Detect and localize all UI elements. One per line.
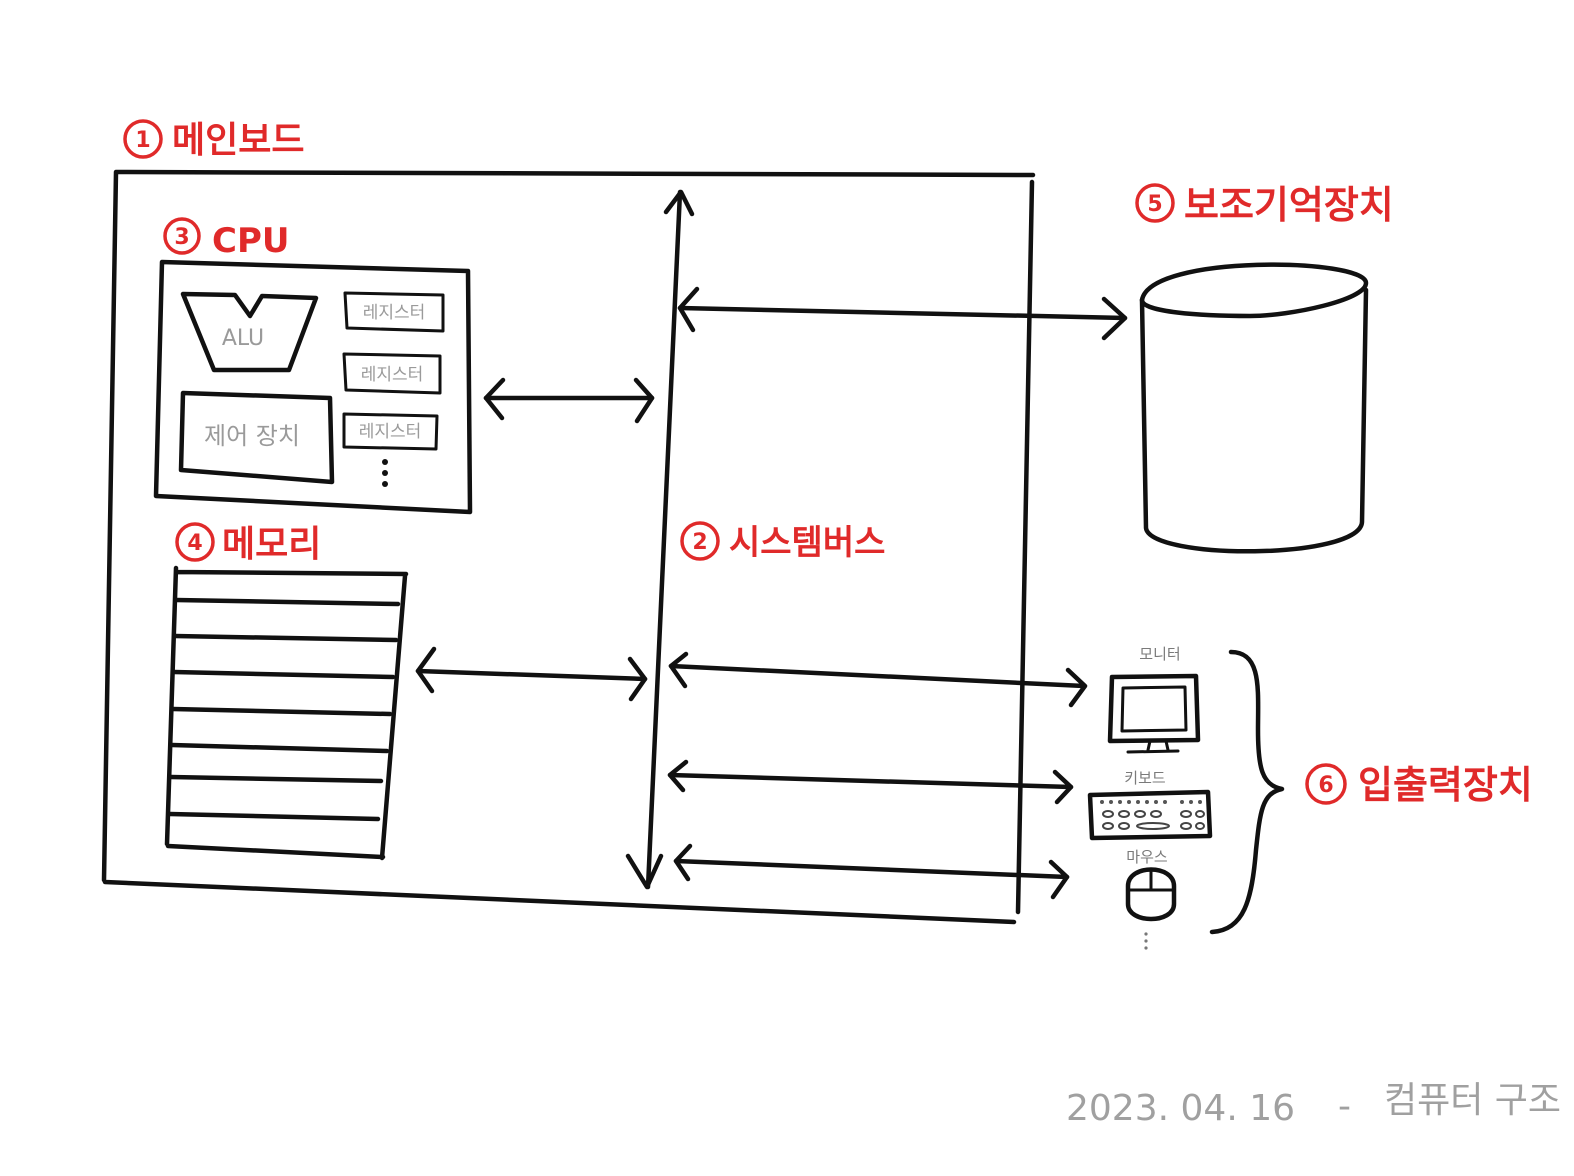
system-bus	[625, 189, 695, 890]
svg-text:2: 2	[692, 530, 707, 555]
svg-text:키보드: 키보드	[1124, 769, 1166, 787]
svg-text:5: 5	[1147, 192, 1162, 217]
storage-cylinder	[1139, 262, 1369, 554]
mainboard-label: 1 메인보드	[123, 119, 304, 161]
bus-storage-arrow	[677, 286, 1128, 341]
svg-text:메인보드: 메인보드	[172, 120, 304, 161]
register-ellipsis	[382, 459, 388, 487]
svg-text:마우스: 마우스	[1126, 848, 1168, 866]
svg-text:보조기억장치: 보조기억장치	[1184, 183, 1394, 227]
svg-text:1: 1	[135, 128, 150, 153]
svg-text:컴퓨터 구조: 컴퓨터 구조	[1384, 1080, 1561, 1121]
secondary-storage-label: 5 보조기억장치	[1135, 183, 1394, 227]
io-brace	[1209, 649, 1285, 935]
svg-text:메모리: 메모리	[222, 524, 321, 565]
memory-label: 4 메모리	[175, 522, 321, 565]
io-devices-label: 6 입출력장치	[1305, 763, 1533, 807]
svg-text:레지스터: 레지스터	[361, 365, 424, 385]
svg-text:레지스터: 레지스터	[359, 422, 422, 442]
memory-bus-arrow	[415, 646, 648, 702]
svg-text:6: 6	[1318, 773, 1333, 798]
footer-caption: 2023. 04. 16 - 컴퓨터 구조	[1066, 1080, 1561, 1129]
keyboard-icon: 키보드	[1087, 769, 1213, 841]
mainboard-outline	[101, 169, 1036, 925]
svg-text:시스템버스: 시스템버스	[729, 523, 885, 563]
cpu-label: 3 CPU	[163, 217, 289, 261]
system-bus-label: 2 시스템버스	[680, 521, 885, 563]
register-3: 레지스터	[342, 412, 439, 451]
register-2: 레지스터	[342, 352, 442, 395]
svg-text:-: -	[1338, 1086, 1351, 1127]
alu-unit: ALU	[180, 291, 319, 373]
svg-text:모니터: 모니터	[1139, 645, 1180, 663]
monitor-icon: 모니터	[1107, 645, 1201, 754]
memory-stack	[164, 565, 409, 861]
control-unit: 제어 장치	[178, 390, 335, 485]
svg-text:2023. 04. 16: 2023. 04. 16	[1066, 1088, 1295, 1129]
mouse-icon: 마우스	[1125, 848, 1177, 950]
cpu-bus-arrow	[483, 377, 655, 424]
cpu-box	[153, 259, 473, 515]
svg-text:레지스터: 레지스터	[363, 303, 426, 323]
register-1: 레지스터	[343, 291, 445, 333]
bus-monitor-arrow	[668, 651, 1088, 708]
svg-text:제어 장치: 제어 장치	[204, 422, 300, 450]
svg-text:4: 4	[187, 531, 202, 556]
svg-text:ALU: ALU	[222, 326, 264, 351]
svg-text:3: 3	[174, 225, 189, 250]
svg-text:입출력장치: 입출력장치	[1358, 763, 1533, 807]
bus-mouse-arrow	[673, 843, 1070, 900]
bus-keyboard-arrow	[667, 759, 1074, 805]
svg-text:CPU: CPU	[212, 221, 289, 261]
